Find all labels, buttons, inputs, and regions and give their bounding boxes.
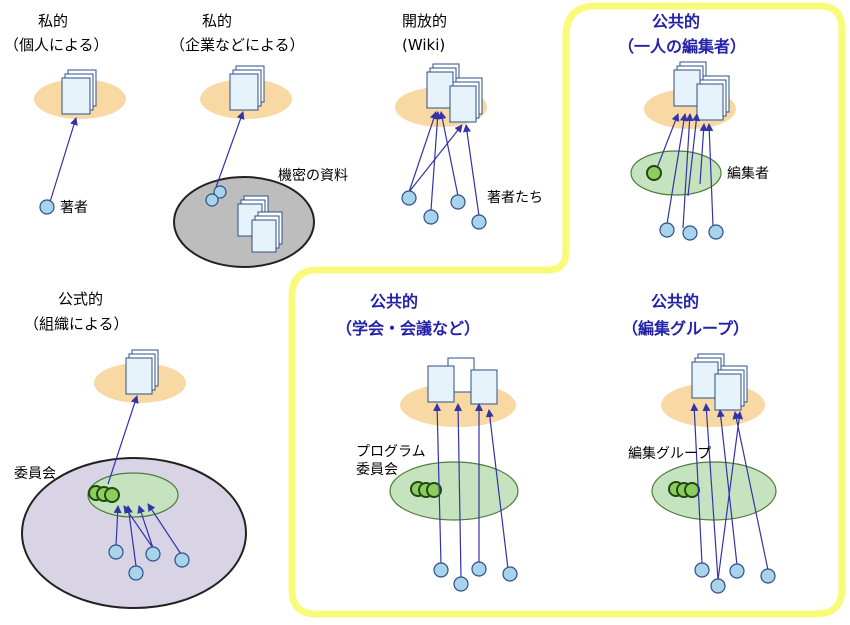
panel-subtitle: （学会・会議など） bbox=[336, 319, 480, 338]
panel-subtitle: （編集グループ） bbox=[622, 319, 749, 338]
committee-group bbox=[87, 472, 179, 518]
panel-title: 私的 bbox=[38, 12, 68, 30]
member-node bbox=[174, 552, 190, 568]
edges bbox=[113, 503, 182, 567]
author-node bbox=[502, 566, 518, 582]
author-node bbox=[39, 199, 55, 215]
author-node bbox=[694, 562, 710, 578]
editor-members bbox=[668, 481, 700, 498]
author-node bbox=[682, 225, 698, 241]
panel-private-company: 私的 （企業などによる） 機密の資料 bbox=[170, 12, 348, 268]
member-node bbox=[145, 546, 161, 562]
panel-subtitle: （組織による） bbox=[24, 315, 129, 333]
edges bbox=[408, 111, 480, 217]
panel-title: 公式的 bbox=[58, 290, 103, 308]
edges bbox=[690, 403, 769, 581]
document-stack bbox=[125, 349, 159, 395]
panel-subtitle: （個人による） bbox=[4, 36, 109, 54]
program-committee-group bbox=[389, 461, 519, 521]
editor-group bbox=[630, 150, 722, 196]
person-node bbox=[205, 193, 219, 207]
panel-public-single-editor: 公共的 （一人の編集者） 編集者 bbox=[618, 12, 769, 241]
document-stack bbox=[61, 69, 97, 115]
panel-subtitle: (Wiki) bbox=[402, 36, 445, 54]
member-node bbox=[108, 544, 124, 560]
panel-title: 開放的 bbox=[402, 12, 447, 30]
edges bbox=[656, 113, 714, 229]
confidential-documents bbox=[237, 195, 283, 253]
edges bbox=[433, 403, 509, 579]
panel-title: 公共的 bbox=[652, 12, 700, 31]
author-node bbox=[729, 563, 745, 579]
author-node bbox=[423, 209, 439, 225]
author-node bbox=[453, 576, 469, 592]
editor-node bbox=[646, 165, 662, 181]
panel-private-personal: 私的 （個人による） 著者 bbox=[4, 12, 126, 216]
document-stack bbox=[673, 61, 730, 121]
panel-public-society: 公共的 （学会・会議など） プログラム 委員会 bbox=[336, 292, 519, 592]
edge bbox=[214, 111, 245, 191]
committee-label: 委員会 bbox=[14, 466, 56, 482]
member-node bbox=[128, 565, 144, 581]
panel-official-org: 公式的 （組織による） 委員会 bbox=[14, 290, 247, 609]
edge bbox=[107, 395, 139, 485]
committee-members bbox=[88, 485, 120, 503]
panel-title: 公共的 bbox=[651, 292, 699, 311]
editor-label: 編集者 bbox=[727, 165, 769, 182]
author-node bbox=[710, 578, 726, 594]
panel-open-wiki: 開放的 (Wiki) 著者たち bbox=[395, 12, 543, 230]
author-node bbox=[471, 561, 487, 577]
person-node bbox=[213, 185, 227, 199]
document-group bbox=[427, 357, 498, 405]
program-committee-label-line2: 委員会 bbox=[356, 462, 398, 478]
authors-label: 著者たち bbox=[487, 190, 543, 206]
author-node bbox=[433, 562, 449, 578]
panel-title: 私的 bbox=[202, 12, 232, 30]
panel-subtitle: （一人の編集者） bbox=[618, 37, 746, 56]
author-node bbox=[450, 194, 466, 210]
author-node bbox=[760, 568, 776, 584]
confidential-label: 機密の資料 bbox=[278, 167, 348, 184]
author-label: 著者 bbox=[60, 200, 88, 216]
author-node bbox=[708, 224, 724, 240]
author-node bbox=[471, 214, 487, 230]
committee-area bbox=[21, 457, 247, 609]
document-stack bbox=[691, 353, 748, 411]
panel-title: 公共的 bbox=[370, 292, 418, 311]
author-node bbox=[659, 222, 675, 238]
document-stack bbox=[426, 63, 483, 123]
committee-members bbox=[410, 481, 442, 498]
edge bbox=[49, 117, 78, 203]
public-highlight-region bbox=[288, 2, 846, 618]
panel-subtitle: （企業などによる） bbox=[170, 36, 305, 54]
author-node bbox=[401, 190, 417, 206]
document-stack bbox=[229, 65, 265, 111]
editor-group-label: 編集グループ bbox=[628, 445, 711, 462]
program-committee-label-line1: プログラム bbox=[356, 444, 426, 460]
panel-public-editor-group: 公共的 （編集グループ） 編集グループ bbox=[622, 292, 777, 594]
